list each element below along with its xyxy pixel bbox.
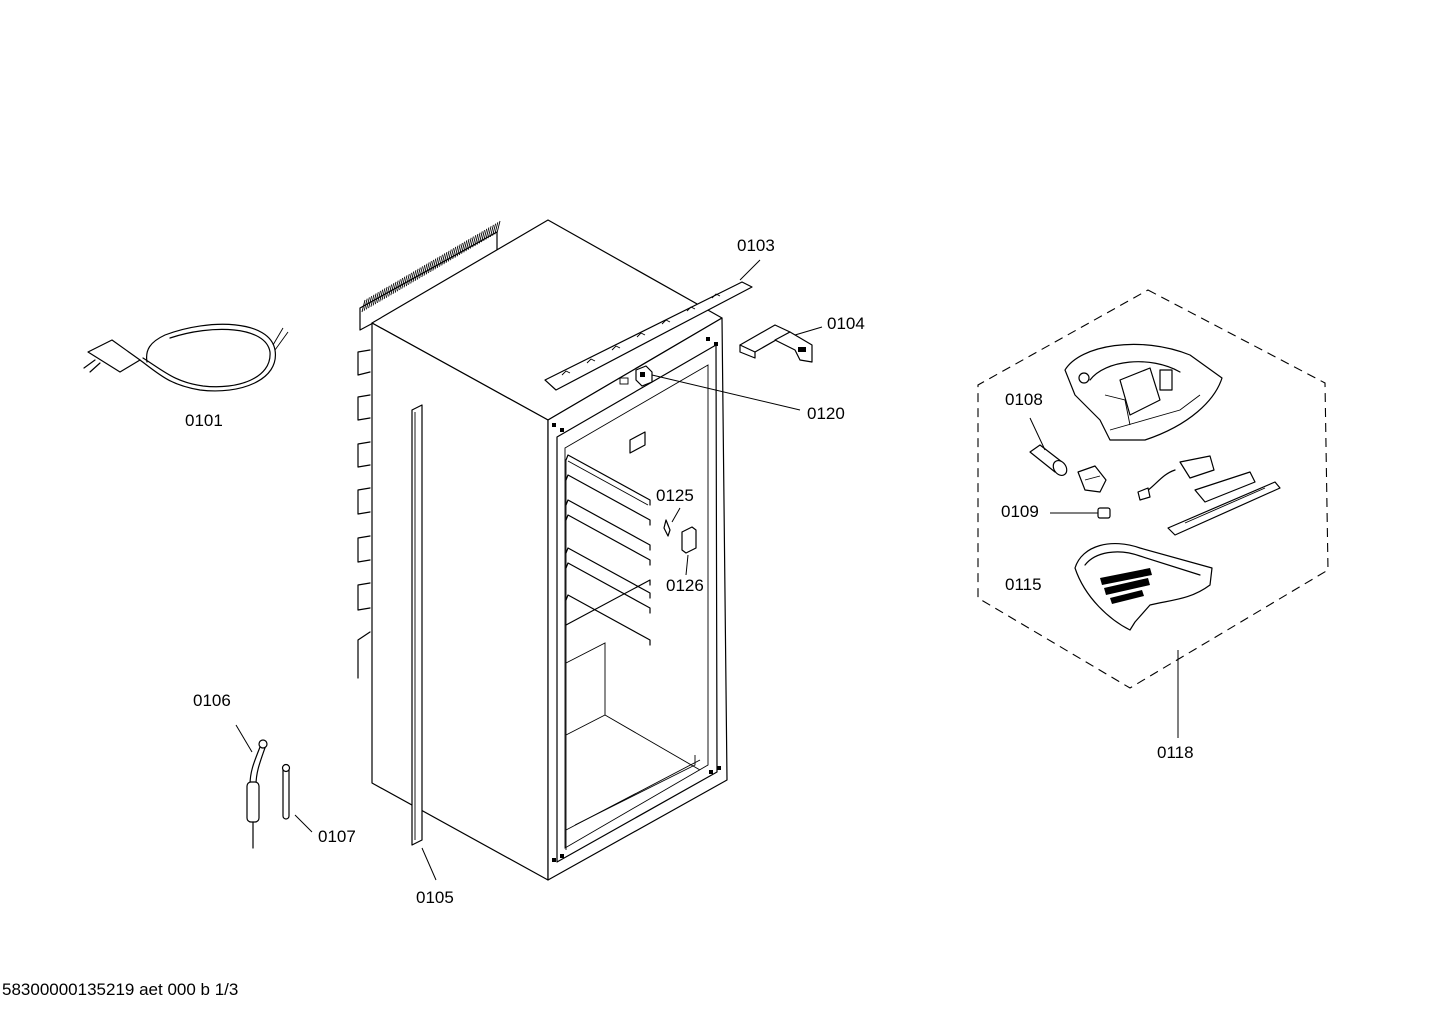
- part-0101-power-cord: [83, 323, 289, 392]
- part-0107-sensor-tube: [281, 763, 291, 820]
- part-0106-sensor: [246, 739, 268, 849]
- part-0104-hinge: [739, 324, 813, 363]
- label-0106: 0106: [193, 691, 231, 710]
- label-0115: 0115: [1005, 575, 1042, 594]
- part-0103-hinge-strip: [544, 281, 753, 391]
- label-0107: 0107: [318, 827, 356, 846]
- part-0120-switch: [619, 365, 653, 387]
- part-0108-bulb: [1029, 444, 1068, 477]
- label-0125: 0125: [656, 486, 694, 505]
- diffuser-strip: [1167, 481, 1281, 536]
- lamp-housing: [1064, 343, 1223, 441]
- label-0126: 0126: [666, 576, 704, 595]
- label-0104: 0104: [827, 314, 865, 333]
- part-0109-small-switch: [1097, 507, 1111, 519]
- shelf-rails: [565, 454, 701, 850]
- label-0109: 0109: [1001, 502, 1039, 521]
- part-0118-lamp-assembly: [977, 289, 1329, 689]
- part-0105-strip: [411, 404, 423, 846]
- part-labels: 0101 0103 0104 0105 0106 0107 0108 0109 …: [185, 236, 1194, 907]
- part-0115-cover: [1074, 542, 1213, 631]
- label-0118: 0118: [1157, 743, 1194, 762]
- document-id-footer: 58300000135219 aet 000 b 1/3: [2, 980, 239, 999]
- label-0120: 0120: [807, 404, 845, 423]
- label-0103: 0103: [737, 236, 775, 255]
- wiring-harness: [1137, 455, 1256, 503]
- part-0125-clip: [663, 519, 671, 537]
- leader-lines: [235, 259, 1179, 881]
- label-0101: 0101: [185, 411, 223, 430]
- part-0126-cover: [681, 526, 697, 554]
- label-0108: 0108: [1005, 390, 1043, 409]
- label-0105: 0105: [416, 888, 454, 907]
- lamp-socket: [1077, 465, 1107, 493]
